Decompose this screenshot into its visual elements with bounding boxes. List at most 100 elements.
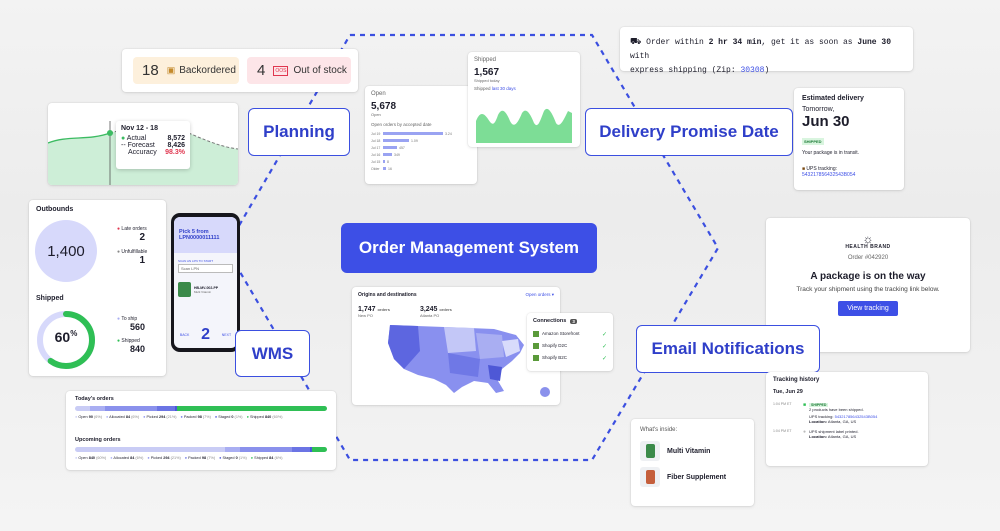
open-bar bbox=[383, 132, 443, 135]
shipped-sub: Shipped today bbox=[474, 78, 500, 83]
estimated-status: Your package is in transit. bbox=[802, 150, 860, 156]
map-stat1-unit: orders bbox=[377, 307, 390, 312]
event1-text: 2 products have been shipped. bbox=[809, 407, 864, 412]
map-filter-dropdown[interactable]: Open orders ▾ bbox=[525, 292, 554, 297]
estimated-title: Estimated delivery bbox=[802, 95, 864, 102]
phone-screen: Pick 5 from LPN0000011111 SCAN AN LPN TO… bbox=[174, 217, 237, 348]
open-bar bbox=[383, 153, 392, 156]
pick-title: Pick 5 from bbox=[179, 229, 209, 235]
promise-text-line2: express shipping (Zip: bbox=[630, 66, 736, 75]
shipped-subtitle: Shipped bbox=[36, 295, 64, 302]
backordered-pill[interactable]: 18 ▣ Backordered bbox=[133, 57, 239, 84]
event2-location: Atlanta, GA, US bbox=[827, 434, 857, 439]
today-orders-legend: ● Open 90 (6%)● Allocated 84 (6%)● Picke… bbox=[75, 415, 327, 419]
open-bar-label: Older bbox=[371, 166, 380, 171]
next-button[interactable]: NEXT bbox=[221, 333, 232, 337]
connection-item[interactable]: Shopify D2C✓ bbox=[533, 340, 607, 352]
wms-label[interactable]: WMS bbox=[235, 330, 310, 377]
truck-icon: ▣ bbox=[166, 65, 176, 75]
planning-label[interactable]: Planning bbox=[248, 108, 350, 156]
promise-time: 2 hr 34 min bbox=[708, 38, 762, 47]
order-status-legend-item: ● Staged 0 (1%) bbox=[214, 415, 243, 419]
connections-card: Connections 3 Amazon Storefront✓Shopify … bbox=[527, 313, 613, 371]
percent-sign: % bbox=[70, 329, 78, 338]
late-label: Late orders bbox=[121, 226, 147, 232]
outbounds-title: Outbounds bbox=[36, 206, 74, 213]
open-bar-label: Jul 18 bbox=[371, 138, 381, 143]
pick-sku-desc: Multi Vitamin bbox=[194, 289, 212, 294]
ups-tracking-label: ■ UPS tracking: bbox=[802, 166, 837, 172]
oms-title: Order Management System bbox=[341, 223, 597, 273]
open-bar-label: Jul 17 bbox=[371, 145, 381, 150]
orders-progress-card: Today's orders ● Open 90 (6%)● Allocated… bbox=[66, 391, 336, 470]
delivery-promise-banner: ⛟ Order within 2 hr 34 min, get it as so… bbox=[620, 27, 913, 75]
email-notifications-label[interactable]: Email Notifications bbox=[636, 325, 820, 373]
upcoming-orders-legend: ● Open 840 (60%)● Allocated 84 (6%)● Pic… bbox=[75, 456, 327, 460]
pick-quantity: 2 bbox=[201, 326, 211, 343]
connections-title: Connections bbox=[533, 318, 567, 324]
shipped-badge: SHIPPED bbox=[802, 138, 824, 145]
today-orders-title: Today's orders bbox=[75, 396, 114, 402]
scan-lpn-input[interactable]: Scan LPN bbox=[178, 264, 233, 273]
phone-device: Pick 5 from LPN0000011111 SCAN AN LPN TO… bbox=[171, 213, 240, 352]
promise-zip[interactable]: 30308 bbox=[740, 66, 765, 75]
shipped-area-chart bbox=[476, 108, 572, 143]
delivery-promise-label[interactable]: Delivery Promise Date bbox=[585, 108, 793, 156]
shipped-filter-value: last 30 days bbox=[491, 86, 516, 91]
order-status-legend-item: ● Allocated 84 (6%) bbox=[110, 456, 144, 460]
promise-text-close: ) bbox=[764, 66, 770, 75]
tracking-history-card: Tracking history Tue, Jun 29 1:04 PM ET … bbox=[766, 372, 928, 466]
check-icon: ■ bbox=[803, 402, 807, 408]
view-tracking-button[interactable]: View tracking bbox=[838, 301, 898, 316]
late-value: 2 bbox=[139, 232, 145, 243]
shipped-stat-value: 840 bbox=[129, 344, 145, 354]
event1-track-number[interactable]: 543217856432543B054 bbox=[834, 414, 878, 419]
connection-item[interactable]: Amazon Storefront✓ bbox=[533, 328, 607, 340]
ups-tracking-number[interactable]: 543217856432543B054 bbox=[802, 172, 856, 178]
estimated-delivery-card: Estimated delivery Tomorrow, Jun 30 SHIP… bbox=[794, 88, 904, 190]
stock-summary-card: 18 ▣ Backordered 4 OOS Out of stock bbox=[122, 49, 358, 92]
shipped-filter[interactable]: Shipped last 30 days bbox=[474, 86, 574, 91]
inside-item-name: Fiber Supplement bbox=[667, 473, 727, 481]
oos-icon: OOS bbox=[273, 65, 289, 76]
open-bar-label: Jul 15 bbox=[371, 159, 381, 164]
accuracy-value: 98.3% bbox=[165, 149, 185, 156]
shipped-ring bbox=[37, 311, 95, 369]
out-of-stock-pill[interactable]: 4 OOS Out of stock bbox=[247, 57, 351, 84]
forecast-date: Nov 12 - 18 bbox=[121, 125, 158, 132]
order-status-legend-item: ● Packed 98 (7%) bbox=[184, 456, 216, 460]
connection-item[interactable]: Shopify B2C✓ bbox=[533, 352, 607, 364]
open-bar-value: 3.24 bbox=[445, 131, 452, 136]
order-status-legend-item: ● Picked 294 (21%) bbox=[147, 456, 181, 460]
today-orders-bar bbox=[75, 406, 327, 411]
tracking-title: Tracking history bbox=[773, 377, 820, 383]
outbounds-value: 1,400 bbox=[47, 242, 85, 260]
shipped-ring-progress bbox=[37, 311, 95, 369]
open-title: Open bbox=[371, 91, 386, 97]
sun-logo-icon: ☼ bbox=[862, 232, 874, 246]
globe-icon[interactable] bbox=[540, 387, 550, 397]
map-stat2-label: Atlanta PO bbox=[419, 313, 440, 318]
order-status-segment bbox=[75, 406, 90, 411]
open-bar-label: Jul 16 bbox=[371, 152, 381, 157]
order-status-segment bbox=[174, 406, 178, 411]
product-bottle-icon bbox=[640, 467, 660, 487]
order-status-segment bbox=[157, 406, 175, 411]
us-map bbox=[388, 325, 524, 393]
to-ship-value: 560 bbox=[129, 322, 145, 332]
back-button[interactable]: BACK bbox=[179, 333, 190, 337]
outbounds-card: Outbounds 1,400 ● Late orders 2 ● Unfulf… bbox=[29, 200, 166, 376]
email-body: Track your shipment using the tracking l… bbox=[796, 286, 940, 293]
open-bar-row: Jul 16 349 bbox=[371, 151, 471, 158]
out-of-stock-count: 4 bbox=[257, 62, 266, 79]
forecast-label: Forecast bbox=[127, 142, 155, 149]
shipped-value: 1,567 bbox=[474, 67, 500, 78]
open-bar-value: 349 bbox=[394, 152, 400, 157]
open-bar bbox=[383, 146, 397, 149]
